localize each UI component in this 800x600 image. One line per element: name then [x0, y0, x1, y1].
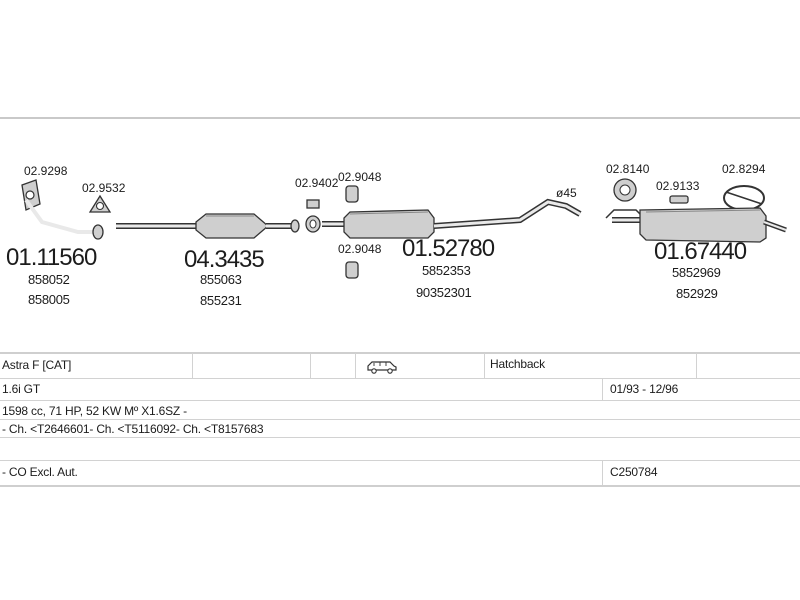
rear-silencer-part	[612, 207, 787, 243]
accessory-label-2: 02.9532	[82, 181, 126, 195]
accessory-label-6: 02.8140	[606, 162, 650, 176]
front-pipe-part	[24, 198, 104, 240]
table-col-divider	[602, 379, 603, 400]
exhaust-diagram	[21, 178, 787, 279]
vehicle-dates: 01/93 - 12/96	[610, 382, 679, 396]
vehicle-body-type: Hatchback	[490, 357, 545, 371]
vehicle-engine: 1.6i GT	[2, 382, 40, 396]
part-ref-middle-silencer-1: 5852353	[422, 263, 471, 278]
table-col-divider	[310, 353, 311, 378]
car-icon	[367, 361, 397, 374]
top-rule	[0, 117, 800, 119]
accessory-label-7: 02.9133	[656, 179, 700, 193]
vehicle-chassis: - Ch. <T2646601- Ch. <T5116092- Ch. <T81…	[2, 422, 264, 436]
table-row-divider	[0, 419, 800, 420]
part-ref-catalyst-1: 855063	[200, 272, 242, 287]
diameter-label: ø45	[556, 186, 577, 200]
catalyst-part	[116, 213, 300, 239]
triangle-gasket-part	[88, 194, 112, 213]
accessory-label-8: 02.8294	[722, 162, 766, 176]
table-row-divider	[0, 460, 800, 461]
vehicle-note: - CO Excl. Aut.	[2, 465, 78, 479]
rubber-hanger-top-part	[345, 185, 359, 203]
table-row-divider	[0, 400, 800, 401]
accessory-label-3: 02.9402	[295, 176, 339, 190]
table-col-divider	[484, 353, 485, 378]
part-ref-front-pipe-2: 858005	[28, 292, 70, 307]
part-ref-rear-silencer-2: 852929	[676, 286, 718, 301]
part-number-catalyst: 04.3435	[184, 246, 265, 273]
table-col-divider	[602, 461, 603, 485]
table-col-divider	[696, 353, 697, 378]
part-number-rear-silencer: 01.67440	[654, 238, 747, 265]
clamp-ring-part	[723, 185, 765, 211]
vehicle-model: Astra F [CAT]	[2, 358, 72, 372]
part-ref-catalyst-2: 855231	[200, 293, 242, 308]
table-top-border	[0, 352, 800, 354]
rubber-hanger-bottom-part	[345, 261, 359, 279]
vehicle-code: C250784	[610, 465, 658, 479]
part-number-middle-silencer: 01.52780	[402, 235, 495, 262]
part-number-front-pipe: 01.11560	[6, 244, 97, 271]
table-col-divider	[355, 353, 356, 378]
part-ref-rear-silencer-1: 5852969	[672, 265, 721, 280]
accessory-label-4: 02.9048	[338, 170, 382, 184]
clamp-part	[305, 199, 321, 233]
table-col-divider	[192, 353, 193, 378]
round-gasket-part	[605, 178, 645, 219]
table-row-divider	[0, 437, 800, 438]
accessory-label-1: 02.9298	[24, 164, 68, 178]
vehicle-spec: 1598 cc, 71 HP, 52 KW Mº X1.6SZ -	[2, 404, 187, 418]
table-row-divider	[0, 378, 800, 379]
middle-silencer-part	[322, 198, 582, 239]
part-ref-front-pipe-1: 858052	[28, 272, 70, 287]
part-ref-middle-silencer-2: 90352301	[416, 285, 472, 300]
table-bottom-border	[0, 485, 800, 487]
mounting-strip-part	[669, 195, 689, 204]
accessory-label-5: 02.9048	[338, 242, 382, 256]
